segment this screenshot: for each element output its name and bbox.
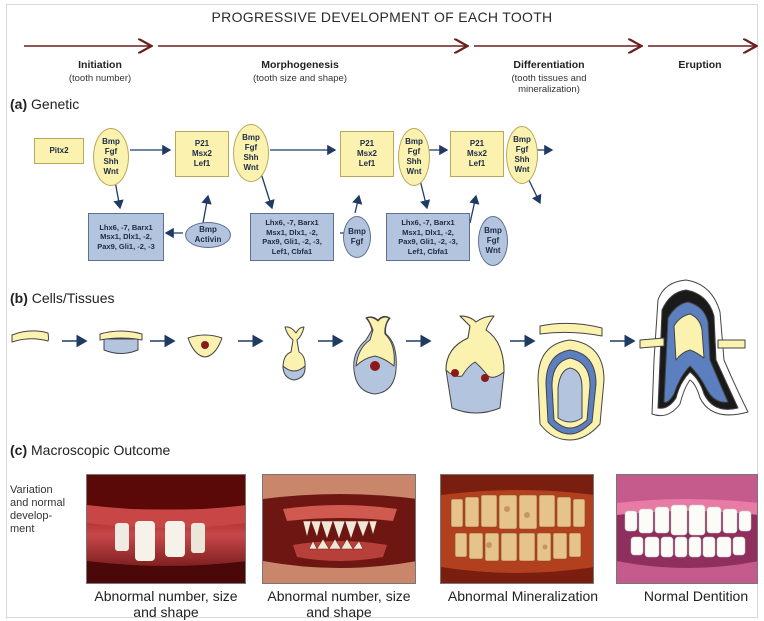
caption-abnormal-number-1: Abnormal number, size and shape <box>86 588 246 620</box>
variation-note: Variation and normal develop- ment <box>10 484 70 536</box>
tooth-stage-2 <box>104 339 138 354</box>
section-macro: (c) Macroscopic Outcome <box>10 442 170 458</box>
section-macro-letter: (c) <box>10 442 27 458</box>
photo-abnormal-number-2 <box>262 474 416 584</box>
tooth-stage-4 <box>283 327 305 372</box>
caption-normal-dentition: Normal Dentition <box>628 588 764 604</box>
section-macro-label: Macroscopic Outcome <box>31 442 170 458</box>
tooth-stage-7-band <box>540 323 602 336</box>
caption-abnormal-mineralization: Abnormal Mineralization <box>428 588 618 604</box>
caption-abnormal-number-2: Abnormal number, size and shape <box>256 588 422 620</box>
photo-abnormal-mineralization <box>440 474 594 584</box>
photo-abnormal-number-1 <box>86 474 246 584</box>
tooth-stage-1 <box>12 331 49 342</box>
photo-normal-dentition <box>616 474 758 584</box>
